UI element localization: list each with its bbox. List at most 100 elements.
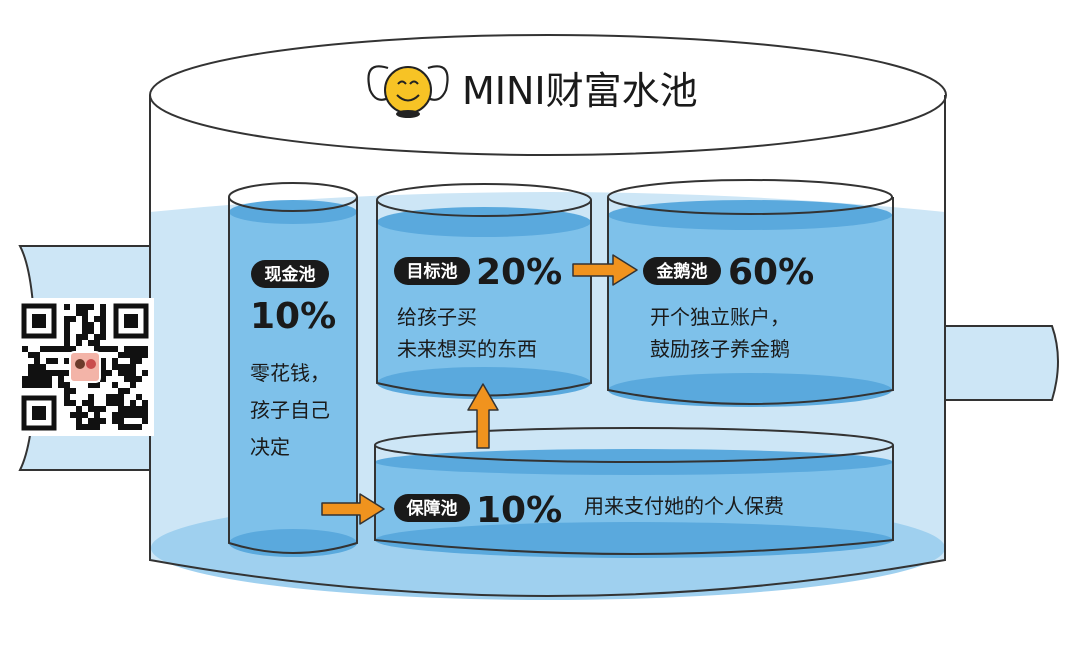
right-pipe-outline <box>945 325 1059 401</box>
qr-module <box>76 304 82 310</box>
qr-module <box>28 352 34 358</box>
goal-pool-percent: 20% <box>476 252 562 293</box>
qr-module <box>130 424 136 430</box>
qr-module <box>124 364 130 370</box>
qr-module <box>82 328 88 334</box>
main-tank-rim <box>149 34 947 156</box>
goose-pool-desc-2: 鼓励孩子养金鹅 <box>650 337 790 361</box>
qr-module <box>142 370 148 376</box>
smiling-bee-icon <box>367 65 449 118</box>
qr-module <box>130 382 136 388</box>
qr-module <box>106 400 112 406</box>
qr-module <box>28 370 34 376</box>
qr-module <box>100 370 106 376</box>
qr-module <box>82 412 88 418</box>
cash-pool-label-pill <box>251 260 329 288</box>
arrow-icon <box>321 493 385 525</box>
goal-pool-desc-1: 给孩子买 <box>397 305 477 329</box>
qr-module <box>28 376 34 382</box>
qr-module <box>88 400 94 406</box>
qr-module <box>34 358 40 364</box>
qr-module <box>142 412 148 418</box>
qr-module <box>118 388 124 394</box>
qr-module <box>70 316 76 322</box>
qr-module <box>22 376 28 382</box>
qr-module <box>76 334 82 340</box>
qr-module <box>100 316 106 322</box>
qr-module <box>112 358 118 364</box>
goose-pool-percent: 60% <box>728 252 814 293</box>
qr-module <box>94 424 100 430</box>
goose-pool-label-pill <box>643 257 721 285</box>
qr-module <box>94 406 100 412</box>
qr-module <box>82 334 88 340</box>
qr-module <box>136 412 142 418</box>
header: MINI财富水池 <box>367 65 698 118</box>
qr-module <box>76 424 82 430</box>
qr-module <box>64 334 70 340</box>
arrow-icon <box>467 383 499 449</box>
qr-module <box>124 352 130 358</box>
qr-module <box>130 352 136 358</box>
qr-module <box>100 322 106 328</box>
qr-module <box>106 394 112 400</box>
protect-pool-label: 保障池 <box>406 498 458 519</box>
qr-module <box>22 346 28 352</box>
qr-module <box>40 376 46 382</box>
qr-module <box>58 382 64 388</box>
goal-pool-desc-2: 未来想买的东西 <box>397 337 537 361</box>
qr-module <box>136 406 142 412</box>
qr-module <box>100 406 106 412</box>
qr-module <box>64 388 70 394</box>
qr-module <box>124 424 130 430</box>
qr-center-avatar <box>69 351 101 383</box>
main-tank-walls <box>149 95 946 597</box>
qr-module <box>70 346 76 352</box>
qr-module <box>118 364 124 370</box>
qr-module <box>130 412 136 418</box>
qr-module <box>70 388 76 394</box>
qr-module <box>142 352 148 358</box>
qr-module <box>94 382 100 388</box>
qr-module <box>100 358 106 364</box>
qr-module <box>124 370 130 376</box>
qr-module <box>52 346 58 352</box>
qr-module <box>124 346 130 352</box>
qr-module <box>112 364 118 370</box>
qr-module <box>100 346 106 352</box>
qr-module <box>34 376 40 382</box>
cash-pool-desc-2: 孩子自己 <box>250 398 330 422</box>
qr-module <box>34 364 40 370</box>
qr-module <box>34 382 40 388</box>
qr-module <box>100 376 106 382</box>
arrow-icon <box>572 254 638 286</box>
qr-module <box>136 394 142 400</box>
goose-pool-label: 金鹅池 <box>656 261 708 282</box>
qr-module <box>82 400 88 406</box>
qr-module <box>76 418 82 424</box>
qr-module <box>100 310 106 316</box>
qr-module <box>136 424 142 430</box>
qr-module <box>94 316 100 322</box>
qr-module <box>46 370 52 376</box>
cash-pool-desc-1: 零花钱， <box>250 361 330 385</box>
qr-module <box>136 376 142 382</box>
qr-module <box>40 346 46 352</box>
qr-module <box>118 418 124 424</box>
cash-pool-desc-3: 决定 <box>250 435 290 459</box>
qr-module <box>82 424 88 430</box>
qr-module <box>118 412 124 418</box>
qr-module <box>82 304 88 310</box>
qr-module <box>94 346 100 352</box>
qr-module <box>82 322 88 328</box>
protect-pool-label-pill <box>394 494 470 522</box>
protect-pool-percent: 10% <box>476 490 562 531</box>
qr-module <box>142 418 148 424</box>
qr-module <box>40 364 46 370</box>
qr-module <box>136 358 142 364</box>
qr-module <box>64 400 70 406</box>
page-title: MINI财富水池 <box>462 69 698 113</box>
qr-code-icon <box>16 298 154 436</box>
qr-module <box>94 340 100 346</box>
qr-module <box>100 334 106 340</box>
